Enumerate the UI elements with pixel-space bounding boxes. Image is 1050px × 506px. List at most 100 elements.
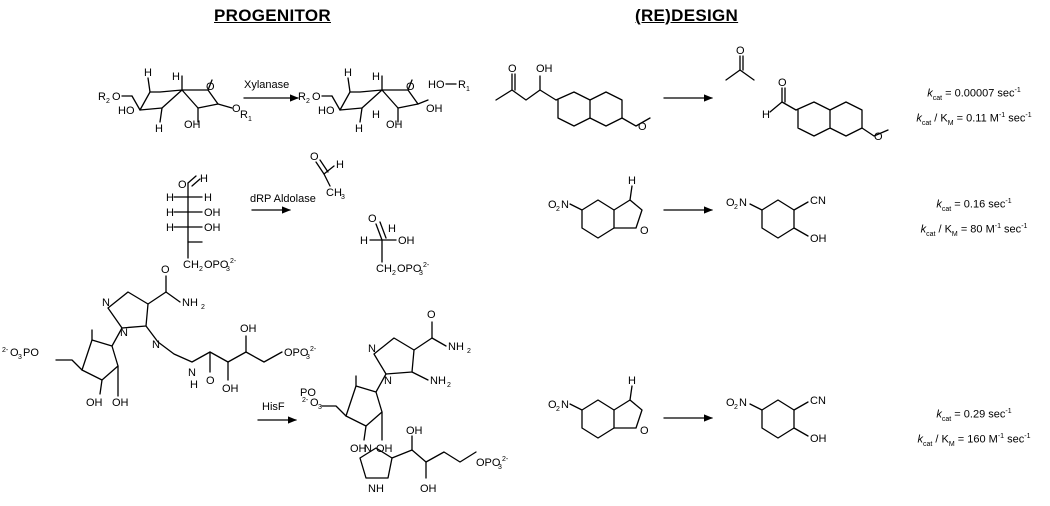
kcat-km-value: = 160 M [957,433,998,446]
enzyme-label-drp: dRP Aldolase [250,193,316,205]
atom-label: 2 [306,98,310,105]
atom-label: 2 [201,304,205,311]
sup: -1 [1021,222,1028,230]
enzyme-label-hisf: HisF [262,401,285,413]
atom-label: OH [406,425,423,437]
km-sub: M [951,230,958,238]
atom-label: CH [376,263,392,275]
atom-label: OH [222,383,239,395]
cat-sub: cat [932,94,943,102]
atom-label: 2- [2,347,9,354]
atom-label: O [312,91,321,103]
atom-label: NH [182,297,198,309]
prfar-structure [55,275,283,397]
km-k: K [944,223,952,236]
atom-label: H [166,192,174,204]
cat-sub: cat [923,440,933,448]
atom-label: H [388,223,396,235]
kcat-line: kcat = 0.29 sec-1 [900,403,1048,428]
k-symbol: k [936,408,942,421]
atom-label: O [368,213,377,225]
sup: -1 [1014,87,1021,94]
benzisoxazole-structure-2 [569,385,643,439]
enzyme-label-xylanase: Xylanase [244,79,289,91]
atom-label: O [736,45,745,57]
atom-label: O [310,397,319,409]
atom-label: N [188,367,196,379]
atom-label: N [739,397,747,409]
redesign-header: (RE)DESIGN [635,6,739,25]
cyanophenol-structure [749,199,809,239]
atom-label: N [739,197,747,209]
atom-label: H [344,67,352,79]
aicar-structure [321,321,447,441]
atom-label: O [778,77,787,89]
atom-label: R [240,109,248,121]
atom-label: H [628,175,636,187]
atom-label: H [166,207,174,219]
atom-label: OPO [204,259,229,271]
sup: -1 [1005,198,1012,205]
atom-label: R [298,91,306,103]
atom-label: CN [810,395,826,407]
atom-label: H [336,159,344,171]
kcat-value: = 0.16 sec [954,198,1006,211]
km-k: K [940,112,948,125]
drp-substrate-structure [173,175,203,259]
atom-label: OH [376,443,393,455]
acetone-structure [725,55,755,81]
atom-label: 2- [423,262,430,269]
atom-label: OH [204,222,221,234]
drp-acetaldehyde-structure [315,159,335,187]
kinetics-block-1: kcat = 0.00007 sec-1 kcat / KM = 0.11 M-… [900,82,1048,132]
atom-label: 2- [502,456,509,463]
atom-label: O [640,225,649,237]
atom-label: O [726,397,735,409]
atom-label: N [368,343,376,355]
atom-label: OPO [476,457,501,469]
atom-label: O [232,103,241,115]
atom-label: 3 [341,194,345,201]
atom-label: H [200,173,208,185]
atom-label: N [384,375,392,387]
atom-label: HO [318,105,335,117]
benzisoxazole-structure [569,185,643,239]
sup: -1 [1024,432,1031,440]
atom-label: HO [118,105,135,117]
atom-label: 2 [106,98,110,105]
atom-label: H [155,123,163,135]
atom-label: HO [428,79,445,91]
k-symbol: k [920,223,927,236]
atom-label: 3 [419,270,423,277]
xylan-substrate-structure [121,75,233,123]
atom-label: N [364,443,372,455]
atom-label: OPO [397,263,422,275]
sup: -1 [994,222,1001,230]
atom-label: OH [386,119,403,131]
atom-label: O [548,399,557,411]
atom-label: O [427,309,436,321]
atom-label: N [120,327,128,339]
atom-label: PO [300,387,316,399]
atom-label: CH [183,259,199,271]
unit-tail: sec [1004,433,1025,446]
aldehyde-product-structure [769,87,889,137]
atom-label: H [762,109,770,121]
k-symbol: k [927,87,933,100]
atom-label: 2 [556,206,560,213]
atom-label: 2- [302,397,309,404]
cat-sub: cat [941,205,952,213]
atom-label: H [372,71,380,83]
igp-structure [359,435,477,479]
atom-label: OH [350,443,367,455]
progenitor-header: PROGENITOR [214,6,331,25]
cat-sub: cat [921,119,932,127]
atom-label: 2 [734,204,738,211]
kinetics-block-3: kcat = 0.29 sec-1 kcat / KM = 160 M-1 se… [900,403,1048,453]
atom-label: O [310,151,319,163]
atom-label: H [204,192,212,204]
atom-label: H [144,67,152,79]
atom-label: OPO [284,347,309,359]
sup: -1 [998,111,1006,119]
atom-label: O [206,81,215,93]
